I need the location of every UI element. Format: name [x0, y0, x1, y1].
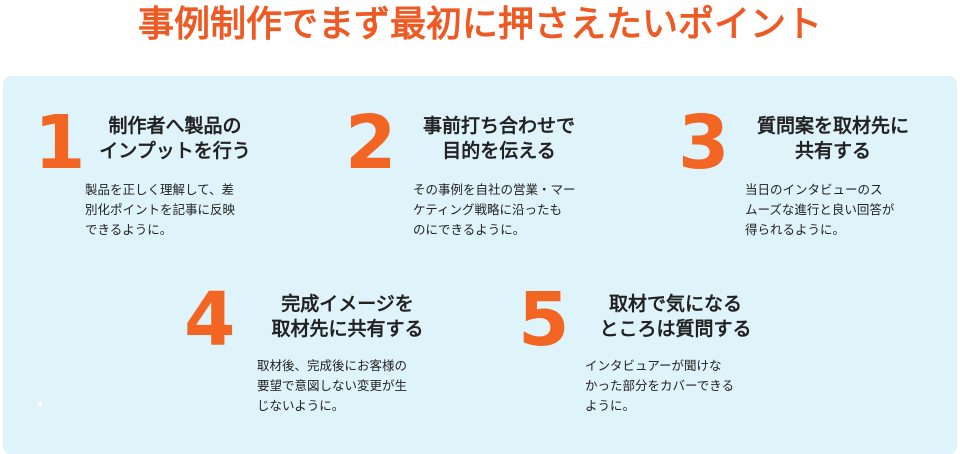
point-heading-line: 取材で気になる: [608, 293, 742, 315]
point-description-line: 製品を正しく理解して、差: [85, 182, 235, 197]
point-description-line: ムーズな進行と良い回答が: [745, 202, 895, 217]
point-description-line: インタビュアーが聞けな: [585, 358, 722, 373]
point-heading-line: 完成イメージを: [281, 293, 414, 315]
point-description-line: 要望で意図しない変更が生: [257, 378, 408, 393]
point-heading-3: 質問案を取材先に 共有する: [738, 114, 928, 164]
point-heading-line: 共有する: [794, 140, 871, 162]
point-heading-line: 質問案を取材先に: [756, 115, 909, 137]
point-description-1: 製品を正しく理解して、差 別化ポイントを記事に反映 できるように。: [85, 180, 235, 240]
point-description-5: インタビュアーが聞けな かった部分をカバーできる ように。: [585, 356, 734, 416]
point-description-line: その事例を自社の営業・マー: [413, 182, 576, 197]
point-heading-line: 事前打ち合わせで: [422, 115, 575, 137]
point-description-line: できるように。: [85, 222, 173, 237]
point-description-4: 取材後、完成後にお客様の 要望で意図しない変更が生 じないように。: [257, 356, 407, 416]
point-description-line: 別化ポイントを記事に反映: [85, 202, 236, 217]
point-description-line: 取材後、完成後にお客様の: [257, 358, 408, 373]
point-number-3: 3: [678, 100, 730, 186]
point-heading-line: 取材先に共有する: [271, 318, 424, 340]
point-description-line: じないように。: [257, 398, 345, 413]
point-description-2: その事例を自社の営業・マー ケティング戦略に沿ったも のにできるように。: [413, 180, 576, 240]
point-description-line: ケティング戦略に沿ったも: [413, 202, 563, 217]
point-heading-line: 目的を伝える: [442, 140, 556, 162]
point-number-2: 2: [345, 100, 397, 186]
sparkle-icon: ✦: [36, 399, 45, 410]
page-title: 事例制作でまず最初に押さえたいポイント: [137, 4, 822, 45]
point-heading-1: 制作者へ製品の インプットを行う: [80, 114, 270, 164]
point-description-line: 当日のインタビューのス: [745, 182, 883, 197]
point-number-5: 5: [518, 277, 570, 363]
point-description-3: 当日のインタビューのス ムーズな進行と良い回答が 得られるように。: [745, 180, 894, 240]
point-description-line: 得られるように。: [745, 222, 846, 237]
point-heading-line: 制作者へ製品の: [108, 115, 242, 137]
point-description-line: のにできるように。: [413, 222, 526, 237]
point-heading-5: 取材で気になる ところは質問する: [578, 292, 773, 342]
point-heading-2: 事前打ち合わせで 目的を伝える: [404, 114, 594, 164]
point-heading-line: インプットを行う: [99, 140, 251, 162]
point-number-1: 1: [34, 100, 86, 186]
point-number-4: 4: [184, 277, 236, 363]
point-description-line: かった部分をカバーできる: [585, 378, 735, 393]
point-heading-line: ところは質問する: [599, 318, 752, 340]
point-description-line: ように。: [585, 398, 636, 413]
point-heading-4: 完成イメージを 取材先に共有する: [250, 292, 445, 342]
points-panel: ✦: [3, 76, 957, 454]
